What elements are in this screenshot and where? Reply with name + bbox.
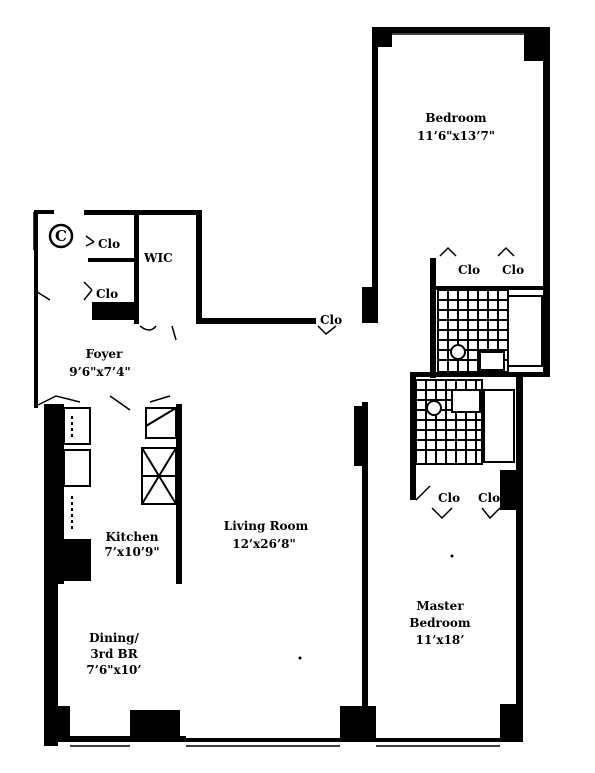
master-east-wall — [516, 376, 523, 742]
master-closet-door-2 — [481, 507, 501, 520]
closet-divider — [88, 258, 134, 262]
bedroom-size: 11’6"x13’7" — [417, 129, 495, 143]
foyer-closet-1-label: Clo — [98, 237, 120, 251]
master-bedroom-size: 11’x18’ — [416, 633, 465, 647]
foyer-closet-door-1 — [85, 235, 95, 247]
bedroom-west-wall — [372, 27, 378, 289]
bedroom-name: Bedroom — [425, 111, 486, 125]
dining-name-line1: Dining/ — [89, 631, 139, 645]
foyer-north-wall-wic — [196, 212, 202, 324]
foyer-closet-door-2 — [83, 281, 93, 301]
kitchen-appliances — [63, 407, 177, 581]
closet-shelf — [92, 302, 136, 320]
living-north-wall-right — [362, 287, 378, 323]
bath-fixtures — [426, 295, 543, 463]
sink — [63, 407, 91, 445]
west-exterior-wall — [44, 404, 58, 746]
living-room-name: Living Room — [224, 519, 309, 533]
room-labels: Bedroom 11’6"x13’7" Foyer 9’6"x7’4" Livi… — [69, 111, 495, 677]
foyer-west-wall — [34, 210, 38, 408]
master-closet-1-label: Clo — [438, 491, 460, 505]
bedroom-east-wall — [543, 27, 550, 377]
kitchen-door — [109, 395, 171, 411]
windows — [70, 33, 524, 747]
master-door — [415, 485, 431, 501]
master-se-column — [500, 704, 523, 742]
kitchen-size: 7’x10’9" — [104, 545, 159, 559]
wic-west-wall — [134, 212, 139, 324]
bedroom-north-wall — [372, 27, 550, 33]
living-master-wall — [362, 402, 368, 742]
kitchen-west-counter — [58, 404, 64, 584]
tub-upper — [507, 295, 543, 367]
sw-column — [44, 706, 70, 742]
vanity-lower — [451, 389, 481, 413]
living-room-size: 12’x26’8" — [232, 537, 296, 551]
master-closet-door-1 — [431, 507, 453, 520]
living-master-wall-upper — [354, 406, 362, 466]
toilet-lower — [426, 400, 442, 416]
unit-mark-circle — [48, 223, 74, 249]
living-south-column — [340, 706, 376, 742]
wic-label: WIC — [143, 251, 173, 265]
living-north-wall-left — [196, 318, 316, 324]
tub-lower — [483, 389, 515, 463]
kitchen-name: Kitchen — [106, 530, 159, 544]
bedroom-closet-1-label: Clo — [458, 263, 480, 277]
foyer-name: Foyer — [86, 347, 123, 361]
unit-mark-letter: C — [55, 227, 67, 245]
south-wall-living — [186, 738, 376, 742]
master-bedroom-name-line1: Master — [416, 599, 464, 613]
doors — [33, 212, 515, 520]
master-ne-block — [500, 470, 523, 510]
bedroom-nw-column — [372, 27, 392, 47]
master-west-wall — [410, 376, 416, 500]
bedroom-closet-door-2 — [497, 246, 515, 257]
wall-markers — [298, 554, 454, 660]
master-south-wall — [376, 738, 523, 742]
bath-north-wall — [436, 286, 544, 290]
master-closet-2-label: Clo — [478, 491, 500, 505]
refrigerator — [145, 407, 177, 439]
bedroom-ne-column — [524, 27, 550, 61]
dining-column — [130, 710, 180, 742]
master-bedroom-name-line2: Bedroom — [409, 616, 470, 630]
foyer-north-wall-left — [34, 210, 54, 214]
unit-mark: C — [48, 223, 74, 249]
bedroom-closet-2-label: Clo — [502, 263, 524, 277]
foyer-closet-2-label: Clo — [96, 287, 118, 301]
counter-bottom — [63, 539, 91, 581]
dishwasher — [63, 449, 91, 487]
foyer-closet-frame — [33, 212, 51, 301]
toilet-upper — [450, 344, 466, 360]
kitchen-east-wall — [176, 404, 182, 584]
lower-bath-tile-grid — [415, 379, 483, 465]
walls — [34, 27, 550, 746]
closet-labels: Clo Clo WIC Clo Clo Clo Clo Clo — [96, 237, 524, 505]
bath-west-wall — [430, 258, 436, 378]
vanity-upper — [479, 351, 505, 371]
bedroom-closet-door-1 — [439, 246, 457, 257]
wic-door — [139, 325, 177, 341]
foyer-size: 9’6"x7’4" — [69, 365, 130, 379]
living-closet-door — [317, 325, 337, 336]
dining-size: 7’6"x10’ — [86, 663, 141, 677]
foyer-north-wall — [84, 210, 202, 215]
bath-divider — [410, 372, 550, 377]
living-closet-label: Clo — [320, 313, 342, 327]
bath-tiles — [415, 289, 509, 465]
entry-door — [37, 395, 81, 406]
south-wall-dining — [44, 736, 186, 742]
dining-name-line2: 3rd BR — [90, 647, 138, 661]
